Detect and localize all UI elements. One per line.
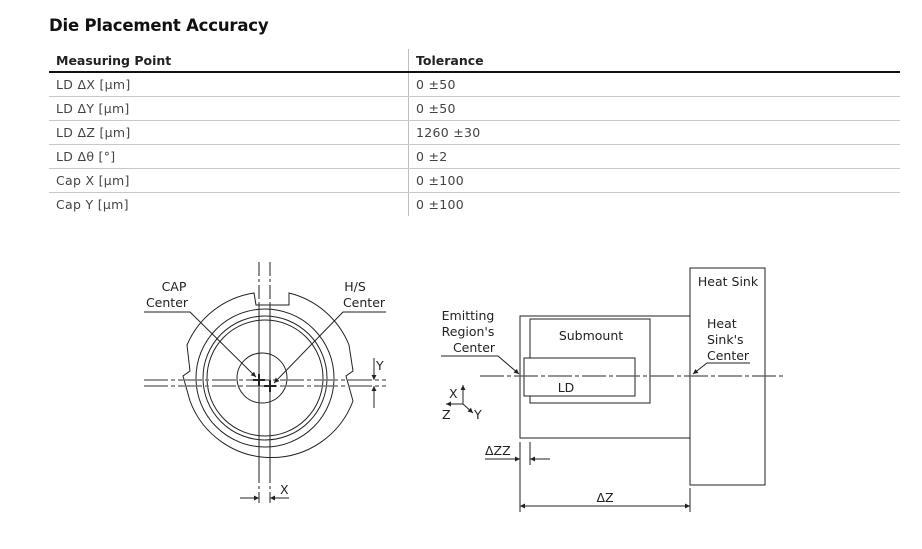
heat-sink-label: Heat Sink	[698, 274, 759, 289]
emitting-label-1: Emitting	[442, 308, 495, 323]
emitting-center-leader	[441, 355, 520, 375]
x-dim-label: X	[280, 482, 289, 497]
cap-window	[236, 352, 288, 404]
cap-ring-inner	[206, 319, 324, 437]
table-header-row: Measuring Point Tolerance	[49, 49, 900, 73]
table-row: LD ΔZ [µm] 1260 ±30	[49, 120, 900, 145]
hs-label: H/S	[344, 279, 366, 294]
measuring-point-cell: Cap Y [µm]	[49, 192, 409, 216]
measuring-point-cell: LD Δθ [°]	[49, 144, 409, 169]
header-tolerance: Tolerance	[408, 49, 900, 73]
header-measuring-point: Measuring Point	[49, 49, 409, 73]
cap-label: CAP	[162, 279, 187, 294]
front-view-diagram	[144, 262, 386, 503]
measuring-point-cell: LD ΔZ [µm]	[49, 120, 409, 145]
hs-center-label-3: Center	[707, 348, 750, 363]
cap-flange-outline	[182, 292, 354, 459]
table-row: LD ΔY [µm] 0 ±50	[49, 96, 900, 121]
hs-center-leader	[273, 311, 386, 384]
cap-center-leader	[144, 311, 257, 378]
hs-center-label-1: Heat	[707, 316, 737, 331]
axis-z-label: Z	[442, 407, 451, 422]
table-row: Cap X [µm] 0 ±100	[49, 168, 900, 193]
hs-label-center: Center	[343, 295, 386, 310]
table-row: LD Δθ [°] 0 ±2	[49, 144, 900, 169]
emitting-label-2: Region's	[442, 324, 495, 339]
axis-x-label: X	[449, 386, 458, 401]
tolerance-cell: 0 ±50	[408, 96, 900, 121]
tolerance-cell: 0 ±100	[408, 168, 900, 193]
tolerance-cell: 0 ±2	[408, 144, 900, 169]
axis-y-arrow	[462, 403, 474, 414]
placement-accuracy-table: Measuring Point Tolerance LD ΔX [µm] 0 ±…	[49, 49, 900, 216]
measuring-point-cell: LD ΔX [µm]	[49, 72, 409, 97]
cap-center-cross	[253, 374, 265, 386]
tolerance-cell: 0 ±100	[416, 197, 465, 212]
tolerance-cell: 0 ±50	[408, 72, 900, 97]
axis-y-label: Y	[473, 407, 482, 422]
submount-label: Submount	[559, 328, 623, 343]
cap-ring-outer	[195, 308, 335, 448]
table-row: Cap Y [µm] 0 ±100	[49, 192, 900, 216]
side-view-diagram	[441, 267, 785, 512]
table-row: LD ΔX [µm] 0 ±50	[49, 72, 900, 97]
y-dim-label: Y	[375, 358, 384, 373]
dz-label: ΔZ	[596, 490, 613, 505]
cap-ring-mid	[202, 315, 328, 441]
measuring-point-cell: LD ΔY [µm]	[49, 96, 409, 121]
hs-center-cross	[264, 380, 276, 392]
hs-center-leader-side	[692, 362, 750, 375]
page-title: Die Placement Accuracy	[49, 16, 269, 35]
dzz-label: ΔZZ	[485, 443, 511, 458]
measuring-point-cell: Cap X [µm]	[49, 168, 409, 193]
cap-label-center: Center	[146, 295, 189, 310]
tolerance-cell: 1260 ±30	[408, 120, 900, 145]
emitting-label-3: Center	[453, 340, 496, 355]
ld-label: LD	[558, 380, 575, 395]
hs-center-label-2: Sink's	[707, 332, 744, 347]
ld-block	[523, 357, 636, 397]
